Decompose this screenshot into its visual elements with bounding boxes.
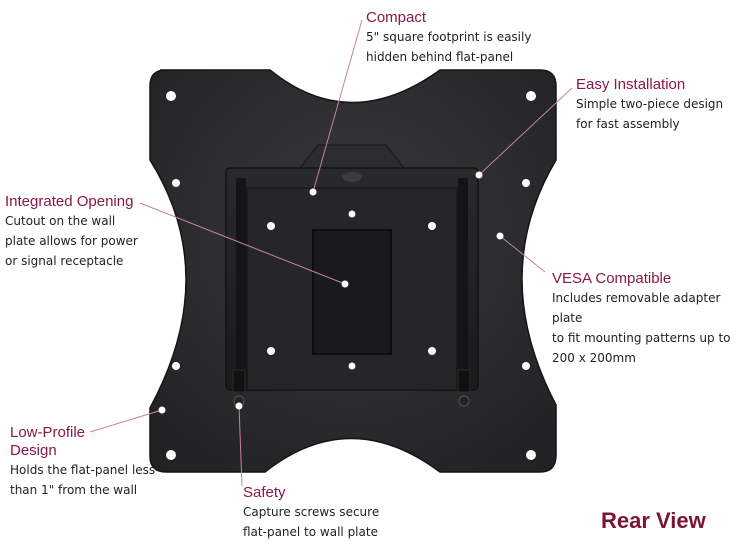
side-rail-left (236, 178, 246, 378)
callout-compact: Compact 5" square footprint is easily hi… (366, 9, 531, 67)
corner-holes (166, 91, 536, 460)
top-latch (342, 172, 362, 182)
rear-view-label: Rear View (601, 508, 706, 533)
callout-vesa-compatible-title: VESA Compatible (552, 270, 672, 287)
leader-lines (89, 19, 573, 487)
capture-screws (232, 369, 471, 407)
callout-integrated-opening-desc: Cutout on the wall plate allows for powe… (5, 214, 138, 268)
callout-easy-installation: Easy Installation Simple two-piece desig… (576, 76, 723, 134)
side-rail-right (458, 178, 468, 378)
leader-dots (158, 171, 504, 414)
receptacle-cutout (312, 229, 392, 355)
callout-safety-desc: Capture screws secure flat-panel to wall… (243, 505, 380, 539)
callout-compact-title: Compact (366, 9, 427, 26)
callout-integrated-opening: Integrated Opening Cutout on the wall pl… (5, 193, 138, 271)
callout-easy-installation-desc: Simple two-piece design for fast assembl… (576, 97, 724, 131)
callout-low-profile-desc: Holds the flat-panel less than 1" from t… (10, 463, 156, 497)
callout-safety-title: Safety (243, 484, 286, 501)
callout-low-profile: Low-Profile Design Holds the flat-panel … (10, 424, 155, 500)
callout-safety: Safety Capture screws secure flat-panel … (243, 484, 379, 542)
mounting-holes (267, 210, 436, 370)
callout-low-profile-title: Low-Profile Design (10, 424, 86, 459)
callout-integrated-opening-title: Integrated Opening (5, 193, 134, 210)
callout-compact-desc: 5" square footprint is easily hidden beh… (366, 30, 532, 64)
callout-easy-installation-title: Easy Installation (576, 76, 686, 93)
top-tab (298, 144, 406, 169)
callout-vesa-compatible: VESA Compatible Includes removable adapt… (552, 270, 750, 368)
callout-vesa-compatible-desc: Includes removable adapter plate to fit … (552, 291, 731, 365)
